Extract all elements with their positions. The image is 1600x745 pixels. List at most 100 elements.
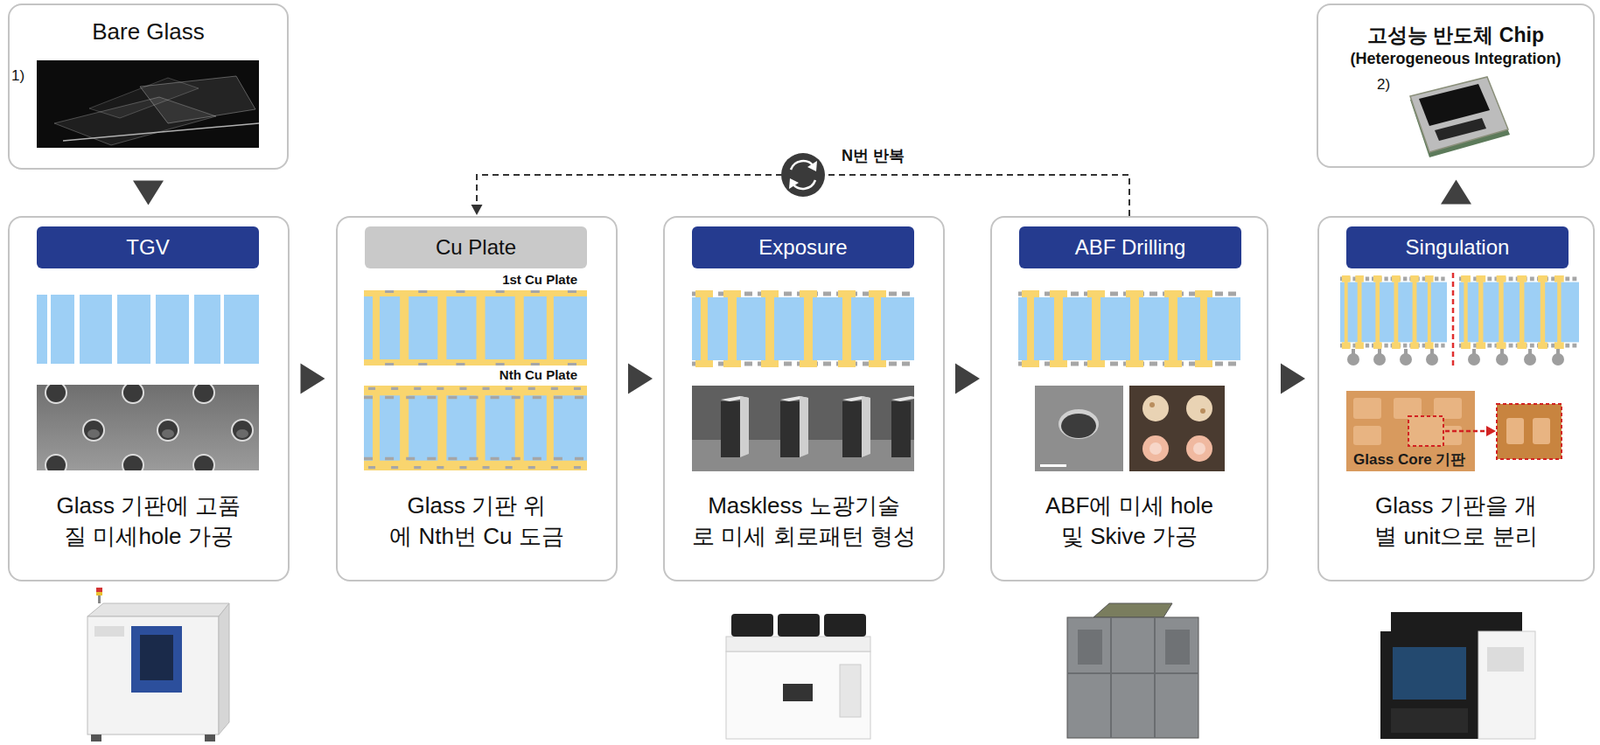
singulation-machine (1380, 631, 1479, 740)
callout-number: 2) (1376, 76, 1404, 94)
flow-arrow (1280, 363, 1306, 395)
step-description: Glass 기판에 고품질 미세hole 가공 (18, 490, 280, 552)
via-hole (83, 420, 104, 441)
abf-drilling-machine (1067, 617, 1199, 739)
arrow-head (132, 181, 164, 206)
abf-drilling-illustration (1040, 464, 1067, 468)
pillar (740, 396, 749, 458)
step-header: TGV (36, 226, 259, 269)
singulation-illustration (1496, 404, 1562, 460)
edge-label: N번 반복 (841, 145, 905, 167)
exposure-illustration (691, 290, 920, 472)
laser-tgv-machine (94, 626, 125, 637)
abf-drilling-machine (1165, 629, 1190, 665)
bare-glass-photo (89, 77, 199, 119)
bare-glass-photo (62, 123, 259, 141)
singulation-illustration (1459, 275, 1580, 350)
abf-drilling-illustration (1149, 402, 1155, 408)
tgv-illustration (36, 294, 259, 477)
singulation-illustration (1506, 418, 1524, 445)
maskless-exposure-machine (839, 664, 861, 718)
abf-drilling-illustration (1034, 385, 1124, 472)
via-hole (121, 381, 145, 405)
step-description: Glass 기판 위에 Nth번 Cu 도금 (346, 490, 608, 552)
pillar (799, 396, 809, 458)
solder-ball (1523, 353, 1537, 366)
abf-drilling-illustration (1142, 395, 1169, 422)
solder-ball (1399, 353, 1412, 366)
abf-drilling-machine (1077, 629, 1103, 665)
solder-ball (1495, 353, 1509, 366)
singulation-illustration (1353, 426, 1382, 446)
repeat-icon (781, 153, 825, 197)
singulation-illustration (1340, 272, 1580, 472)
abf-drilling-illustration (1061, 413, 1097, 439)
maskless-exposure-machine (731, 614, 774, 637)
solder-ball (1467, 353, 1481, 366)
via-hole (87, 429, 100, 439)
solder-ball (1425, 353, 1439, 366)
via-hole (123, 455, 143, 476)
step-description: Glass 기판을 개별 unit으로 분리 (1327, 490, 1585, 552)
solder-ball (1347, 353, 1360, 366)
step-header: ABF Drilling (1019, 226, 1242, 269)
abf-drilling-illustration (1186, 435, 1213, 462)
singulation-machine (1380, 612, 1536, 740)
laser-tgv-machine (87, 603, 230, 617)
laser-tgv-machine (218, 603, 230, 735)
laser-tgv-machine (87, 616, 219, 735)
abf-drilling-illustration (1018, 290, 1241, 368)
maskless-exposure-machine (726, 614, 871, 740)
flow-arrow (955, 363, 980, 395)
chip-photo (1434, 118, 1487, 141)
singulation-illustration (1486, 426, 1496, 437)
abf-drilling-illustration (1193, 442, 1206, 455)
pillar (780, 401, 800, 458)
flow-arrow (1440, 180, 1472, 205)
layer-caption: 1st Cu Plate (437, 272, 578, 287)
repeat-icon (807, 160, 818, 172)
bare-glass-photo (36, 60, 259, 148)
laser-tgv-machine (90, 734, 102, 742)
abf-drilling-illustration (1149, 442, 1162, 455)
arrow-head (1440, 180, 1472, 205)
tgv-illustration (36, 381, 259, 477)
solder-ball (1347, 349, 1565, 366)
laser-tgv-machine (204, 734, 216, 742)
abf-drilling-illustration (1129, 385, 1225, 472)
repeat-icon (789, 178, 799, 189)
maskless-exposure-machine (824, 614, 867, 637)
via-hole (121, 454, 145, 477)
pillar (720, 396, 920, 458)
tgv-illustration (36, 384, 259, 471)
input-box: Bare Glass (7, 3, 289, 170)
pillar (842, 401, 862, 458)
singulation-machine (1392, 647, 1467, 700)
singulation-machine (1390, 708, 1468, 734)
exposure-illustration (691, 385, 915, 472)
abf-drilling-machine (1067, 617, 1199, 739)
cu-plate-illustration (363, 290, 587, 366)
abf-drilling-illustration (1200, 408, 1206, 414)
process-step: Cu PlateGlass 기판 위에 Nth번 Cu 도금 (335, 216, 618, 582)
singulation-illustration (1532, 418, 1551, 445)
singulation-illustration (1340, 275, 1447, 350)
flow-arrow (628, 363, 653, 395)
solder-ball (1551, 353, 1565, 366)
arrow-head (300, 363, 326, 395)
maskless-exposure-machine (731, 614, 867, 637)
singulation-illustration (1408, 416, 1444, 447)
box-title: 고성능 반도체 Chip (1321, 22, 1590, 48)
singulation-illustration (1452, 272, 1455, 368)
abf-drilling-machine (1093, 603, 1173, 618)
via-hole (82, 419, 105, 442)
pillar (861, 396, 871, 458)
singulation-illustration (1433, 398, 1462, 420)
via-hole (236, 429, 249, 439)
photo-caption: Glass Core 기판 (1353, 449, 1473, 470)
bare-glass-photo (36, 60, 259, 148)
via-hole (192, 381, 216, 405)
via-hole (123, 383, 143, 403)
